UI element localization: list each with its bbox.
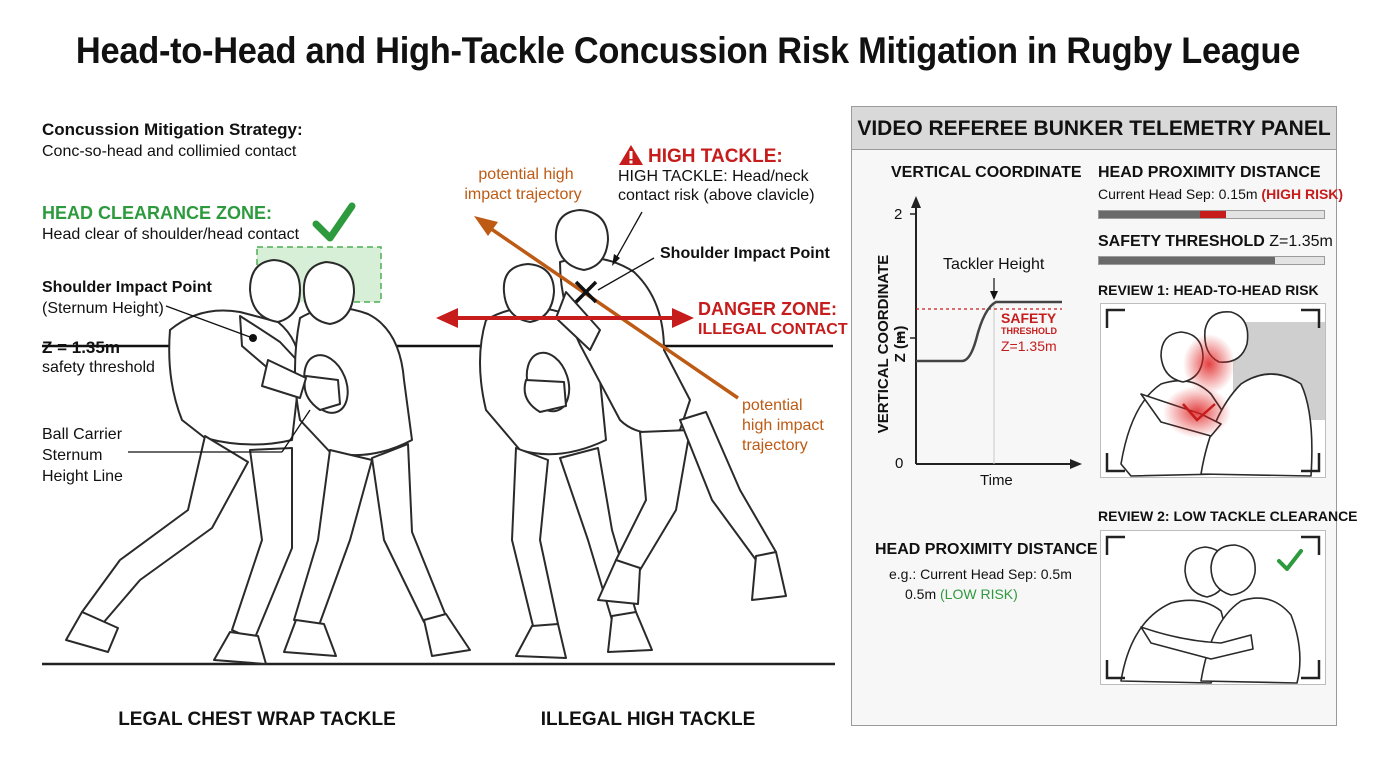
proximity-bar-fill bbox=[1099, 211, 1212, 218]
review-1-image bbox=[1105, 308, 1325, 477]
proximity-low-risk: (LOW RISK) bbox=[940, 586, 1018, 602]
ball-carrier-label-2: Sternum bbox=[42, 447, 103, 464]
proximity-current-label: Current Head Sep: 0.15m bbox=[1098, 186, 1258, 202]
page-title: Head-to-Head and High-Tackle Concussion … bbox=[75, 30, 1301, 71]
tackler-height-label: Tackler Height bbox=[943, 256, 1045, 273]
proximity-risk-badge: (HIGH RISK) bbox=[1261, 186, 1344, 202]
high-tackle-line-2: contact risk (above clavicle) bbox=[618, 187, 815, 204]
ball-carrier-label-1: Ball Carrier bbox=[42, 426, 123, 443]
shoulder-impact-heading: Shoulder Impact Point bbox=[42, 279, 212, 296]
graph-safety-label: SAFETY bbox=[1001, 310, 1057, 326]
double-arrow-icon bbox=[436, 308, 694, 328]
telemetry-panel-title: VIDEO REFEREE BUNKER TELEMETRY PANEL bbox=[852, 107, 1336, 150]
review-1-heading: REVIEW 1: HEAD-TO-HEAD RISK bbox=[1098, 282, 1319, 298]
safety-threshold-bar-fill bbox=[1099, 257, 1275, 264]
high-tackle-heading: HIGH TACKLE: bbox=[648, 146, 783, 167]
trajectory-top-line-1: potential high bbox=[478, 166, 574, 183]
graph-threshold-word: THRESHOLD bbox=[1001, 326, 1057, 336]
safety-threshold-bar bbox=[1098, 256, 1325, 265]
graph-xlabel: Time bbox=[980, 472, 1013, 489]
high-tackle-line-1: HIGH TACKLE: Head/neck bbox=[618, 168, 809, 185]
shoulder-impact-right: Shoulder Impact Point bbox=[660, 245, 830, 262]
tackle-illustration bbox=[42, 145, 835, 666]
illegal-tackle-caption: ILLEGAL HIGH TACKLE bbox=[540, 709, 756, 730]
proximity-low-value: 0.5m bbox=[905, 586, 937, 602]
ball-carrier-label-3: Height Line bbox=[42, 468, 123, 485]
proximity-heading: HEAD PROXIMITY DISTANCE bbox=[1098, 164, 1321, 181]
proximity-current: Current Head Sep: 0.15m (HIGH RISK) bbox=[1098, 186, 1343, 202]
illegal-ball-carrier-figure bbox=[479, 263, 653, 659]
clearance-text: Head clear of shoulder/head contact bbox=[42, 226, 300, 243]
proximity-marker bbox=[1200, 211, 1226, 218]
strategy-heading: Concussion Mitigation Strategy: bbox=[42, 120, 303, 139]
safety-threshold-value: Z=1.35m bbox=[1269, 233, 1333, 250]
trajectory-bottom-line-2: high impact bbox=[742, 417, 824, 434]
clearance-heading: HEAD CLEARANCE ZONE: bbox=[42, 203, 273, 223]
legal-tackle-caption: LEGAL CHEST WRAP TACKLE bbox=[118, 709, 396, 730]
shoulder-impact-point-marker bbox=[249, 334, 257, 342]
review-1-frame bbox=[1100, 303, 1326, 478]
trajectory-top-line-2: impact trajectory bbox=[464, 186, 582, 203]
strategy-text: Conc-so-head and collimied contact bbox=[42, 143, 297, 160]
safety-threshold-row: SAFETY THRESHOLD Z=1.35m bbox=[1098, 233, 1333, 251]
ytick-0: 0 bbox=[895, 455, 904, 472]
cross-mark-icon bbox=[574, 280, 598, 304]
danger-zone-heading: DANGER ZONE: bbox=[698, 299, 837, 319]
trajectory-bottom-line-3: trajectory bbox=[742, 437, 808, 454]
proximity-low-row: 0.5m (LOW RISK) bbox=[905, 586, 1018, 602]
ytick-2: 2 bbox=[894, 206, 903, 223]
review-2-image bbox=[1105, 535, 1321, 684]
danger-zone-sub: ILLEGAL CONTACT bbox=[698, 321, 848, 338]
trajectory-bottom-line-1: potential bbox=[742, 397, 803, 414]
graph-threshold-value: Z=1.35m bbox=[1001, 338, 1057, 354]
safety-threshold-label: SAFETY THRESHOLD bbox=[1098, 233, 1265, 250]
review-2-frame bbox=[1100, 530, 1326, 685]
review-2-heading: REVIEW 2: LOW TACKLE CLEARANCE bbox=[1098, 508, 1358, 524]
high-impact-trajectory-arrow bbox=[474, 216, 739, 400]
check-icon bbox=[312, 202, 356, 242]
graph-heading: VERTICAL COORDINATE bbox=[891, 164, 1082, 181]
threshold-value: Z = 1.35m bbox=[42, 338, 120, 357]
proximity-low-heading: HEAD PROXIMITY DISTANCE bbox=[875, 541, 1098, 558]
legal-ball-carrier-figure bbox=[261, 261, 471, 657]
proximity-low-example: e.g.: Current Head Sep: 0.5m bbox=[889, 566, 1072, 582]
illegal-high-tackler-figure bbox=[554, 209, 787, 605]
vertical-coordinate-chart bbox=[910, 196, 1082, 469]
shoulder-impact-sub: (Sternum Height) bbox=[42, 300, 164, 317]
threshold-text: safety threshold bbox=[42, 359, 155, 376]
warning-icon bbox=[619, 145, 643, 165]
review-2-check-icon bbox=[1277, 549, 1303, 571]
ytick-1: 1 bbox=[896, 330, 905, 347]
